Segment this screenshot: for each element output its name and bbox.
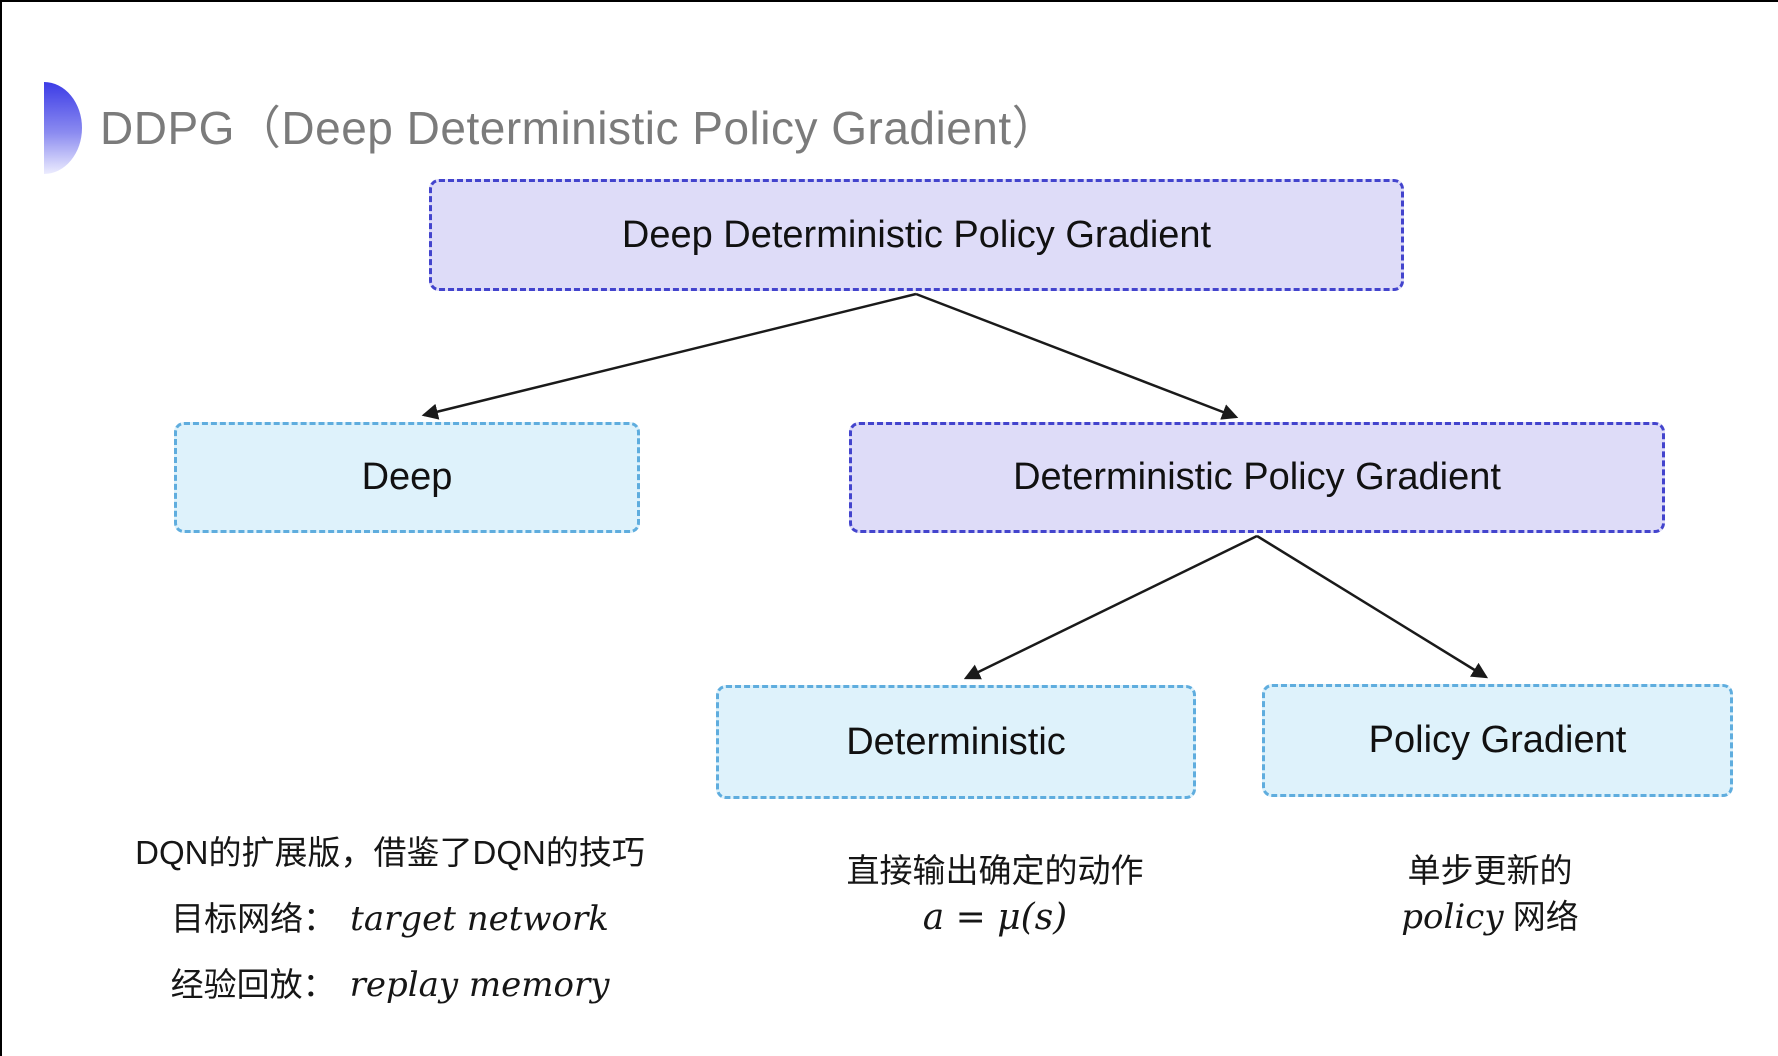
node-label: Policy Gradient xyxy=(1368,719,1627,761)
note-deep-line2-label: 目标网络： xyxy=(171,900,337,937)
left-frame-line xyxy=(0,0,2,1056)
edge-dpg-to-policy-gradient xyxy=(1256,534,1489,679)
node-policy-gradient: Policy Gradient xyxy=(1262,684,1733,797)
node-deep: Deep xyxy=(174,422,640,533)
node-label: Deterministic Policy Gradient xyxy=(1013,456,1501,498)
note-deep: DQN的扩展版，借鉴了DQN的技巧 目标网络： target network 经验… xyxy=(120,833,660,1031)
note-deep-line1: DQN的扩展版，借鉴了DQN的技巧 xyxy=(135,834,645,871)
node-deterministic-policy-gradient: Deterministic Policy Gradient xyxy=(849,422,1665,533)
note-policy-gradient: 单步更新的 policy 网络 xyxy=(1290,851,1690,937)
note-deep-line3: 经验回放： replay memory xyxy=(120,965,660,1005)
edge-root-to-dpg xyxy=(915,292,1239,420)
node-label: Deterministic xyxy=(846,720,1066,763)
note-policy-gradient-term: policy xyxy=(1401,897,1504,937)
note-policy-gradient-suffix: 网络 xyxy=(1503,898,1579,935)
node-label: Deep xyxy=(361,456,453,498)
node-label: Deep Deterministic Policy Gradient xyxy=(621,213,1212,256)
note-deep-line2: 目标网络： target network xyxy=(120,899,660,939)
edge-dpg-to-deterministic xyxy=(963,534,1258,680)
top-frame-line xyxy=(0,0,1778,2)
note-policy-gradient-line2: policy 网络 xyxy=(1290,897,1690,937)
edge-root-to-deep xyxy=(421,292,917,420)
note-deterministic-line1: 直接输出确定的动作 xyxy=(846,852,1144,889)
page-title: DDPG（Deep Deterministic Policy Gradient） xyxy=(100,102,1059,154)
note-deterministic-formula: a = μ(s) xyxy=(922,897,1068,938)
note-deep-line2-term: target network xyxy=(350,899,609,939)
note-deep-line3-label: 经验回放： xyxy=(170,966,336,1003)
note-policy-gradient-line1: 单步更新的 xyxy=(1407,852,1573,889)
note-deterministic: 直接输出确定的动作 a = μ(s) xyxy=(790,851,1200,938)
note-deep-line3-term: replay memory xyxy=(349,965,610,1005)
node-deep-deterministic-policy-gradient: Deep Deterministic Policy Gradient xyxy=(429,179,1404,291)
node-deterministic: Deterministic xyxy=(716,685,1196,799)
